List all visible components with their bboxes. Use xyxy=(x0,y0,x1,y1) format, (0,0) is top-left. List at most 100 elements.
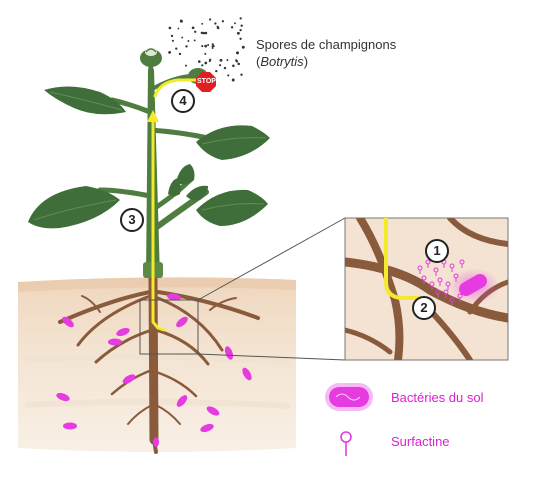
fungal-spores xyxy=(168,17,245,82)
bacterium xyxy=(176,395,188,407)
surfactin-molecule xyxy=(417,265,423,274)
inset-bacterium xyxy=(459,274,487,296)
spore-dot xyxy=(193,39,196,42)
step-marker-1: 1 xyxy=(425,239,449,263)
spores-label-paren-open: ( xyxy=(256,54,261,69)
spore-dot xyxy=(223,66,227,70)
surfactin-molecule xyxy=(443,289,449,298)
spore-dot xyxy=(171,39,174,42)
spore-dot xyxy=(204,31,208,35)
bacterium xyxy=(176,316,188,328)
step-marker-3: 3 xyxy=(120,208,144,232)
spores-label-genus: Botrytis xyxy=(260,54,304,69)
spore-dot xyxy=(179,19,182,22)
flower-bud xyxy=(140,48,162,67)
spore-dot xyxy=(214,22,217,25)
surfactin-molecules xyxy=(417,259,465,306)
spore-dot xyxy=(204,52,207,55)
spore-dot xyxy=(201,22,204,25)
root-zoom-inset xyxy=(344,217,509,361)
spore-dot xyxy=(219,64,222,67)
spore-dot xyxy=(177,27,180,30)
bacterium xyxy=(63,422,77,430)
spore-dot xyxy=(207,44,210,46)
bacterium xyxy=(56,392,70,402)
spore-dot xyxy=(209,58,212,61)
bacterium xyxy=(122,374,136,384)
signal-arrowhead xyxy=(147,110,159,122)
leaf xyxy=(196,125,270,160)
legend-surfactin-label: Surfactine xyxy=(391,434,450,449)
stop-sign xyxy=(196,72,216,92)
spore-dot xyxy=(204,61,208,65)
spore-dot xyxy=(211,47,214,49)
bacterium xyxy=(153,437,159,447)
spore-dot xyxy=(201,45,204,48)
spore-dot xyxy=(170,34,174,38)
spore-dot xyxy=(234,22,236,25)
spores-label-line1: Spores de champignons xyxy=(256,37,397,52)
bacterium xyxy=(224,346,234,360)
leaf xyxy=(168,178,181,196)
spore-dot xyxy=(241,45,245,49)
surfactin-molecule xyxy=(433,267,439,276)
surfactin-molecule xyxy=(453,273,459,282)
leaf xyxy=(186,185,208,201)
legend xyxy=(325,383,373,456)
soil-bacteria xyxy=(56,293,252,447)
spore-dot xyxy=(215,69,218,73)
spore-dot xyxy=(185,64,187,67)
spore-dot xyxy=(240,24,243,27)
spore-dot xyxy=(236,31,240,35)
spore-dot xyxy=(168,51,172,54)
spore-dot xyxy=(201,64,204,67)
spores-label-paren-close: ) xyxy=(303,54,309,69)
legend-surfactin-icon xyxy=(340,431,352,456)
surfactin-molecule xyxy=(429,281,435,290)
spore-dot xyxy=(239,37,242,40)
surfactin-molecule xyxy=(449,297,455,306)
leaf xyxy=(196,189,268,226)
spore-dot xyxy=(191,26,195,30)
spore-dot xyxy=(232,64,235,68)
surfactin-molecule xyxy=(435,289,441,298)
bacterium xyxy=(167,293,181,301)
spore-dot xyxy=(219,58,223,62)
spore-dot xyxy=(216,26,220,30)
spore-dot xyxy=(204,44,208,48)
spore-dot xyxy=(231,78,235,82)
systemic-signal xyxy=(151,78,198,332)
surfactin-molecule xyxy=(425,259,431,268)
surfactin-molecule xyxy=(437,277,443,286)
spore-dot xyxy=(239,17,242,20)
surfactin-molecule xyxy=(457,293,463,302)
spore-dot xyxy=(236,51,239,55)
zoom-indicator xyxy=(139,217,346,361)
spore-dot xyxy=(221,20,225,23)
legend-bacteria-icon xyxy=(329,387,369,407)
leaf xyxy=(176,164,195,185)
spore-dot xyxy=(198,60,201,63)
bacterium xyxy=(116,327,130,337)
spore-dot xyxy=(194,30,197,33)
spore-dot xyxy=(187,40,190,42)
bacterium xyxy=(206,406,220,416)
bacterium xyxy=(242,367,252,381)
leaf-veins xyxy=(33,91,267,221)
spore-dot xyxy=(181,36,184,39)
spore-dot xyxy=(175,47,178,50)
surfactin-molecule xyxy=(449,263,455,272)
surfactin-molecule xyxy=(421,275,427,284)
spore-dot xyxy=(168,26,172,30)
spore-dot xyxy=(178,52,182,56)
surfactin-molecule xyxy=(445,281,451,290)
spore-dot xyxy=(212,44,215,48)
step-marker-4: 4 xyxy=(171,89,195,113)
spore-dot xyxy=(227,74,230,77)
spore-dot xyxy=(209,18,212,21)
bacterium xyxy=(108,338,122,346)
bacterium xyxy=(200,423,214,433)
legend-bacteria-label: Bactéries du sol xyxy=(391,390,484,405)
